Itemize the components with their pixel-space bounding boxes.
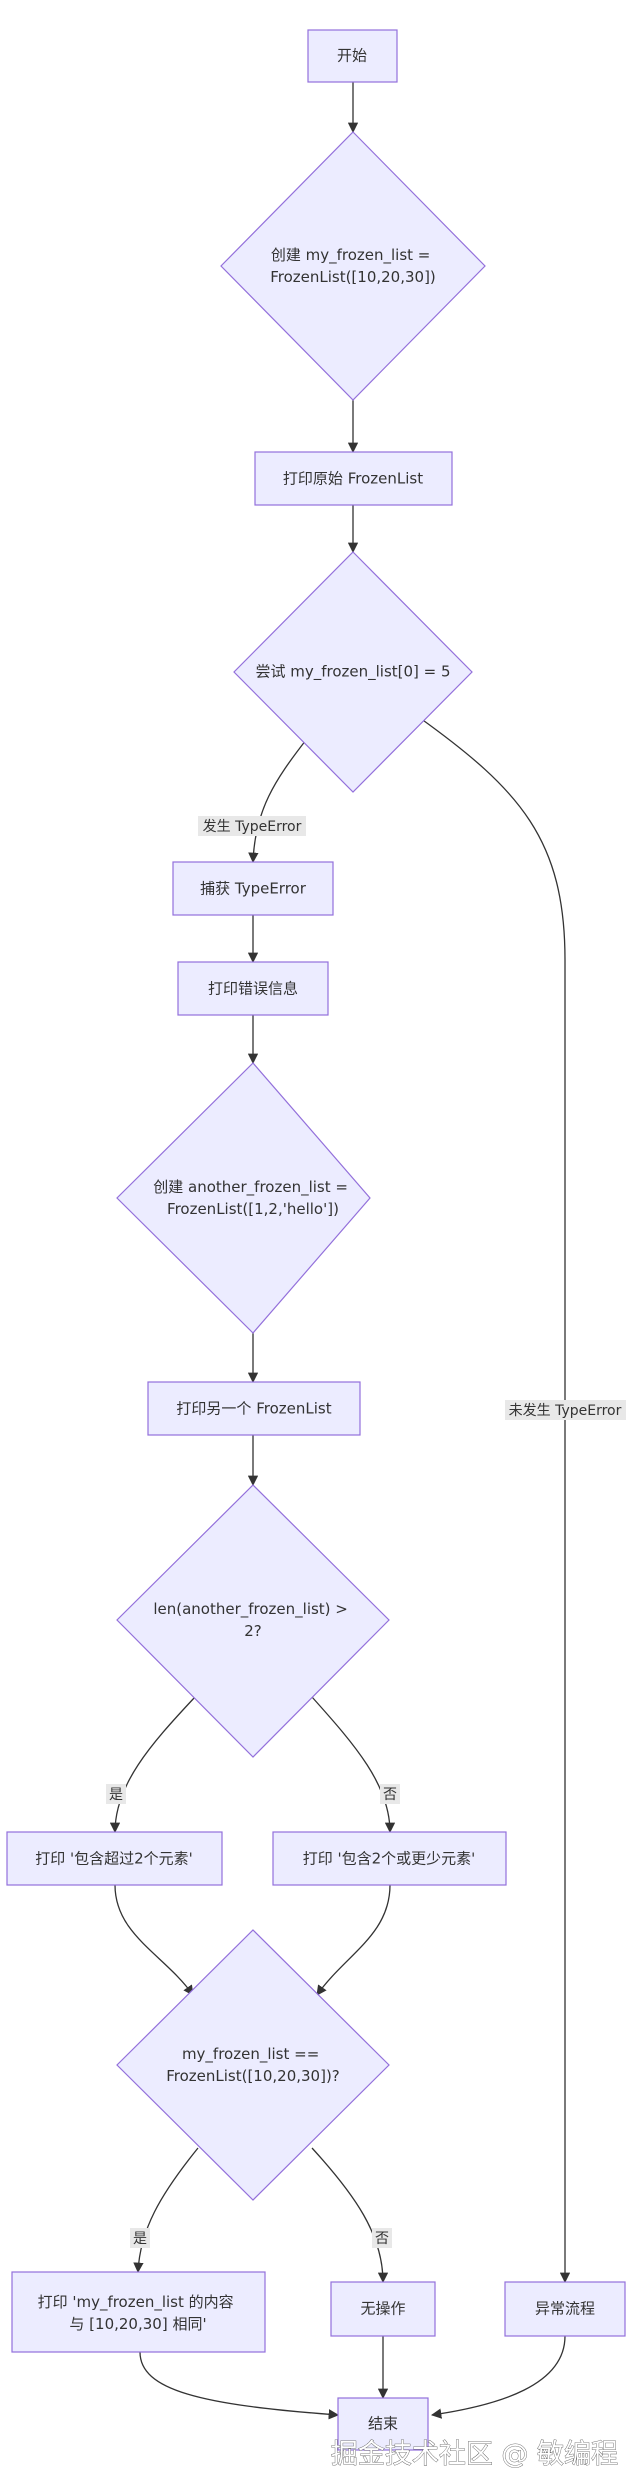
- create-another-line-1: 创建 another_frozen_list =: [153, 1178, 348, 1197]
- print-same-line-1: 打印 'my_frozen_list 的内容: [38, 2293, 234, 2312]
- edge-print-less-to-eq-check: [316, 1884, 391, 1996]
- edge-len-check-yes: [109, 1696, 196, 1834]
- create-another-line-2: FrozenList([1,2,'hello']): [167, 1200, 339, 1218]
- create-list-decision: 创建 my_frozen_list = FrozenList([10,20,30…: [220, 131, 486, 401]
- abnormal-label: 异常流程: [535, 2300, 595, 2318]
- eq-check-line-2: FrozenList([10,20,30])?: [166, 2067, 340, 2085]
- print-same-line-2: 与 [10,20,30] 相同': [69, 2315, 206, 2333]
- edge-print-same-to-end: [139, 2351, 340, 2420]
- print-more-label: 打印 '包含超过2个元素': [35, 1850, 193, 1868]
- catch-node: 捕获 TypeError: [172, 861, 334, 916]
- edge-label-yes-2: 是: [130, 2228, 150, 2248]
- print-error-label: 打印错误信息: [208, 980, 298, 998]
- abnormal-node: 异常流程: [504, 2281, 626, 2337]
- print-another-label: 打印另一个 FrozenList: [176, 1400, 331, 1418]
- edge-label-no-2-text: 否: [375, 2231, 389, 2247]
- catch-label: 捕获 TypeError: [200, 880, 307, 898]
- eq-check-label: my_frozen_list == FrozenList([10,20,30])…: [166, 2045, 340, 2085]
- edge-eq-check-no: [311, 2147, 389, 2284]
- print-another-node: 打印另一个 FrozenList: [147, 1381, 361, 1436]
- create-another-label: 创建 another_frozen_list = FrozenList([1,2…: [153, 1178, 352, 1218]
- create-list-label: 创建 my_frozen_list = FrozenList([10,20,30…: [270, 246, 436, 286]
- watermark: 掘金技术社区 @ 敏编程: [331, 2439, 618, 2470]
- edge-label-yes-1-text: 是: [109, 1787, 123, 1803]
- end-node: 结束: [337, 2397, 429, 2451]
- edge-len-check-no: [311, 1696, 396, 1834]
- eq-check-decision: my_frozen_list == FrozenList([10,20,30])…: [116, 1929, 390, 2201]
- len-check-label: len(another_frozen_list) > 2?: [153, 1600, 352, 1640]
- edge-try-to-catch: [248, 739, 307, 864]
- edge-label-type-error-text: 发生 TypeError: [203, 819, 302, 835]
- create-another-decision: 创建 another_frozen_list = FrozenList([1,2…: [116, 1062, 371, 1334]
- edge-print-more-to-eq-check: [114, 1884, 194, 1996]
- print-original-node: 打印原始 FrozenList: [254, 451, 453, 506]
- create-list-line-1: 创建 my_frozen_list =: [271, 246, 431, 265]
- edge-try-to-abnormal: [419, 717, 571, 2284]
- len-check-line-1: len(another_frozen_list) >: [153, 1600, 348, 1619]
- edge-label-no-2: 否: [372, 2228, 392, 2248]
- edge-label-no-type-error: 未发生 TypeError: [505, 1400, 626, 1420]
- edge-label-yes-1: 是: [106, 1784, 126, 1804]
- try-modify-decision: 尝试 my_frozen_list[0] = 5: [233, 551, 473, 793]
- print-same-label: 打印 'my_frozen_list 的内容 与 [10,20,30] 相同': [38, 2293, 239, 2333]
- no-op-label: 无操作: [360, 2300, 405, 2318]
- print-error-node: 打印错误信息: [177, 961, 329, 1016]
- edge-abnormal-to-end: [430, 2335, 566, 2419]
- try-modify-label: 尝试 my_frozen_list[0] = 5: [255, 663, 450, 682]
- len-check-decision: len(another_frozen_list) > 2?: [116, 1484, 390, 1758]
- end-label: 结束: [368, 2415, 398, 2433]
- create-list-line-2: FrozenList([10,20,30]): [270, 268, 436, 286]
- print-more-node: 打印 '包含超过2个元素': [6, 1831, 223, 1886]
- edge-label-no-1-text: 否: [383, 1787, 397, 1803]
- no-op-node: 无操作: [330, 2281, 436, 2337]
- print-original-label: 打印原始 FrozenList: [283, 470, 423, 488]
- start-node: 开始: [307, 29, 398, 83]
- len-check-line-2: 2?: [244, 1622, 262, 1640]
- edge-eq-check-yes: [133, 2147, 199, 2274]
- edge-label-no-type-error-text: 未发生 TypeError: [509, 1403, 622, 1419]
- edge-label-type-error: 发生 TypeError: [198, 816, 306, 836]
- print-same-node: 打印 'my_frozen_list 的内容 与 [10,20,30] 相同': [11, 2271, 266, 2353]
- print-less-node: 打印 '包含2个或更少元素': [272, 1831, 507, 1886]
- eq-check-line-1: my_frozen_list ==: [182, 2045, 319, 2064]
- print-less-label: 打印 '包含2个或更少元素': [303, 1850, 476, 1868]
- edges: [109, 82, 571, 2420]
- edge-label-no-1: 否: [380, 1784, 400, 1804]
- start-label: 开始: [337, 47, 367, 65]
- edge-label-yes-2-text: 是: [133, 2231, 147, 2247]
